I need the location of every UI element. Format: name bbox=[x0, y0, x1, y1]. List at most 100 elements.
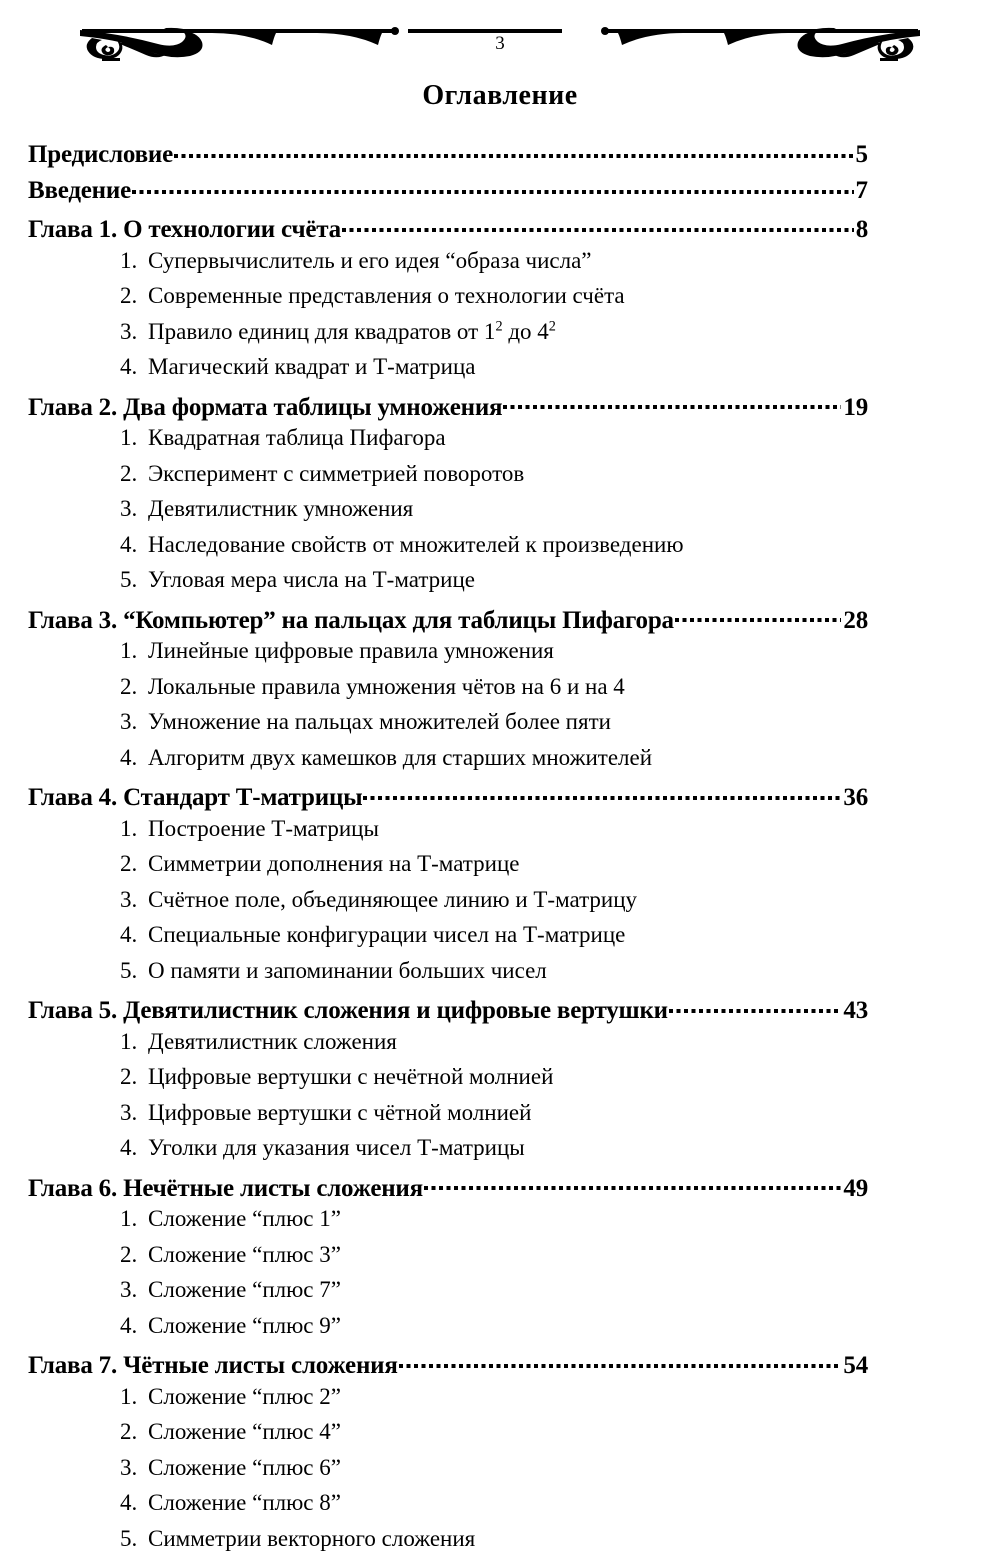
toc-subitem[interactable]: 4.Магический квадрат и Т-матрица bbox=[28, 354, 868, 390]
entry-title: Девятилистник сложения и цифровые вертуш… bbox=[123, 997, 668, 1025]
toc-subitem[interactable]: 3.Девятилистник умножения bbox=[28, 496, 868, 532]
chapter-label: Глава 6. bbox=[28, 1175, 123, 1203]
subitem-label: Уголки для указания чисел Т-матрицы bbox=[148, 1135, 525, 1161]
subitem-number: 1. bbox=[120, 248, 148, 274]
toc-subitem[interactable]: 3.Умножение на пальцах множителей более … bbox=[28, 709, 868, 745]
toc-subitem[interactable]: 1.Сложение “плюс 2” bbox=[28, 1384, 868, 1420]
subitem-number: 3. bbox=[120, 1455, 148, 1481]
toc-chapter-entry[interactable]: Глава 3. “Компьютер” на пальцах для табл… bbox=[28, 603, 868, 639]
subitem-number: 4. bbox=[120, 922, 148, 948]
subitem-label: Сложение “плюс 6” bbox=[148, 1455, 341, 1481]
toc-subitem[interactable]: 4.Сложение “плюс 8” bbox=[28, 1490, 868, 1526]
toc-subitem[interactable]: 3.Сложение “плюс 7” bbox=[28, 1277, 868, 1313]
subitem-number: 2. bbox=[120, 1419, 148, 1445]
subitem-number: 1. bbox=[120, 638, 148, 664]
subitem-number: 5. bbox=[120, 1526, 148, 1552]
entry-page-number: 7 bbox=[855, 177, 869, 205]
dot-leader bbox=[174, 146, 854, 162]
chapter-label: Глава 4. bbox=[28, 784, 123, 812]
subitem-label: Девятилистник сложения bbox=[148, 1029, 397, 1055]
subitem-label: Специальные конфигурации чисел на Т-матр… bbox=[148, 922, 625, 948]
subitem-number: 2. bbox=[120, 1064, 148, 1090]
subitem-label: О памяти и запоминании больших чисел bbox=[148, 958, 547, 984]
toc-subitem[interactable]: 4.Наследование свойств от множителей к п… bbox=[28, 532, 868, 568]
subitem-number: 1. bbox=[120, 1029, 148, 1055]
toc-subitem[interactable]: 1.Линейные цифровые правила умножения bbox=[28, 638, 868, 674]
subitem-label: Угловая мера числа на Т-матрице bbox=[148, 567, 475, 593]
subitem-label: Супервычислитель и его идея “образа числ… bbox=[148, 248, 592, 274]
toc-subitem[interactable]: 1.Построение Т-матрицы bbox=[28, 816, 868, 852]
toc-subitem[interactable]: 2.Цифровые вертушки с нечётной молнией bbox=[28, 1064, 868, 1100]
entry-page-number: 28 bbox=[842, 607, 868, 635]
subitem-number: 2. bbox=[120, 674, 148, 700]
subitem-number: 3. bbox=[120, 887, 148, 913]
subitem-number: 3. bbox=[120, 1277, 148, 1303]
toc-subitem[interactable]: 2.Симметрии дополнения на Т-матрице bbox=[28, 851, 868, 887]
subitem-number: 4. bbox=[120, 532, 148, 558]
page-number: 3 bbox=[0, 34, 1000, 53]
toc-subitem[interactable]: 3.Правило единиц для квадратов от 12 до … bbox=[28, 319, 868, 355]
subitem-label: Эксперимент с симметрией поворотов bbox=[148, 461, 524, 487]
subitem-number: 4. bbox=[120, 1135, 148, 1161]
toc-subitem[interactable]: 5.Симметрии векторного сложения bbox=[28, 1526, 868, 1561]
dot-leader bbox=[132, 182, 854, 198]
toc-subitem[interactable]: 5.Угловая мера числа на Т-матрице bbox=[28, 567, 868, 603]
subitem-number: 4. bbox=[120, 1490, 148, 1516]
subitem-number: 1. bbox=[120, 425, 148, 451]
entry-page-number: 19 bbox=[842, 394, 868, 422]
subitem-number: 5. bbox=[120, 958, 148, 984]
subitem-label: Сложение “плюс 7” bbox=[148, 1277, 341, 1303]
toc-subitem[interactable]: 4.Уголки для указания чисел Т-матрицы bbox=[28, 1135, 868, 1171]
subitem-label: Построение Т-матрицы bbox=[148, 816, 379, 842]
dot-leader bbox=[363, 780, 841, 805]
entry-page-number: 49 bbox=[842, 1175, 868, 1203]
subitem-number: 2. bbox=[120, 283, 148, 309]
toc-subitem[interactable]: 2.Сложение “плюс 3” bbox=[28, 1242, 868, 1278]
toc-subitem[interactable]: 2.Локальные правила умножения чётов на 6… bbox=[28, 674, 868, 710]
toc-subitem[interactable]: 1.Квадратная таблица Пифагора bbox=[28, 425, 868, 461]
toc-chapter-entry[interactable]: Глава 6. Нечётные листы сложения 49 bbox=[28, 1171, 868, 1207]
toc-subitem[interactable]: 5.О памяти и запоминании больших чисел bbox=[28, 958, 868, 994]
subitem-label: Сложение “плюс 1” bbox=[148, 1206, 341, 1232]
subitem-number: 4. bbox=[120, 1313, 148, 1339]
toc-subitem[interactable]: 1.Девятилистник сложения bbox=[28, 1029, 868, 1065]
subitem-label: Сложение “плюс 3” bbox=[148, 1242, 341, 1268]
toc-subitem[interactable]: 3.Счётное поле, объединяющее линию и Т-м… bbox=[28, 887, 868, 923]
dot-leader bbox=[424, 1171, 841, 1196]
entry-title: Стандарт Т-матрицы bbox=[123, 784, 362, 812]
toc-subitem[interactable]: 4.Алгоритм двух камешков для старших мно… bbox=[28, 745, 868, 781]
toc-subitem[interactable]: 3.Цифровые вертушки с чётной молнией bbox=[28, 1100, 868, 1136]
toc-subitem[interactable]: 2.Сложение “плюс 4” bbox=[28, 1419, 868, 1455]
entry-title: О технологии счёта bbox=[123, 216, 341, 244]
toc-subitem[interactable]: 1.Супервычислитель и его идея “образа чи… bbox=[28, 248, 868, 284]
subitem-number: 2. bbox=[120, 851, 148, 877]
toc-subitem[interactable]: 2.Эксперимент с симметрией поворотов bbox=[28, 461, 868, 497]
toc-subitem[interactable]: 4.Сложение “плюс 9” bbox=[28, 1313, 868, 1349]
subitem-number: 3. bbox=[120, 496, 148, 522]
page-header: 3 bbox=[0, 0, 1000, 72]
toc-entry[interactable]: Введение 7 bbox=[28, 177, 868, 213]
toc-chapter-entry[interactable]: Глава 5. Девятилистник сложения и цифров… bbox=[28, 993, 868, 1029]
entry-title: Введение bbox=[28, 177, 131, 205]
subitem-label: Современные представления о технологии с… bbox=[148, 283, 625, 309]
subitem-label: Девятилистник умножения bbox=[148, 496, 413, 522]
subitem-label: Линейные цифровые правила умножения bbox=[148, 638, 554, 664]
subitem-label: Цифровые вертушки с нечётной молнией bbox=[148, 1064, 553, 1090]
entry-title: Нечётные листы сложения bbox=[123, 1175, 423, 1203]
entry-page-number: 5 bbox=[855, 141, 869, 169]
subitem-label: Алгоритм двух камешков для старших множи… bbox=[148, 745, 652, 771]
subitem-label: Симметрии дополнения на Т-матрице bbox=[148, 851, 519, 877]
subitem-label: Локальные правила умножения чётов на 6 и… bbox=[148, 674, 625, 700]
subitem-label: Правило единиц для квадратов от 12 до 42 bbox=[148, 319, 556, 345]
toc-subitem[interactable]: 2.Современные представления о технологии… bbox=[28, 283, 868, 319]
toc-subitem[interactable]: 1.Сложение “плюс 1” bbox=[28, 1206, 868, 1242]
toc-subitem[interactable]: 3.Сложение “плюс 6” bbox=[28, 1455, 868, 1491]
toc-subitem[interactable]: 4.Специальные конфигурации чисел на Т-ма… bbox=[28, 922, 868, 958]
subitem-number: 2. bbox=[120, 461, 148, 487]
subitem-label: Магический квадрат и Т-матрица bbox=[148, 354, 476, 380]
